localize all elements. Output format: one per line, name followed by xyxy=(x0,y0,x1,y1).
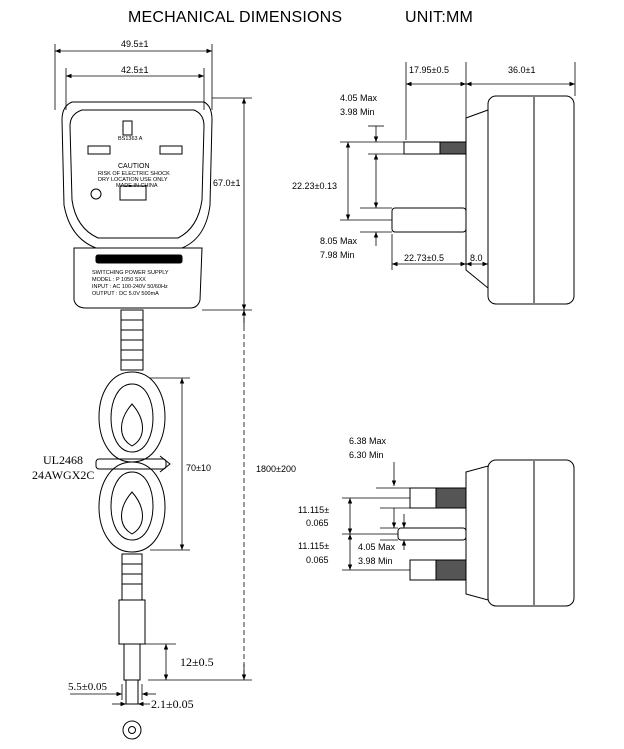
lower-middle-pin xyxy=(397,527,467,541)
cable-dimension-lines xyxy=(70,377,190,707)
earth-pin-slot xyxy=(122,120,133,136)
side-view-bottom xyxy=(397,459,575,607)
cable-spec-line2: 24AWGX2C xyxy=(32,468,94,482)
label-line-3: INPUT : AC 100-240V 50/60Hz xyxy=(92,284,168,290)
dim-outer-diameter: 5.5±0.05 xyxy=(68,681,108,693)
dim-inner-width: 42.5±1 xyxy=(121,65,148,75)
dc-plug-end-view xyxy=(122,720,142,740)
dim-earth-min: 7.98 Min xyxy=(320,250,355,260)
dim-coil: 70±10 xyxy=(186,463,211,473)
drawing-title: MECHANICAL DIMENSIONS xyxy=(128,9,343,26)
side-earth-pin xyxy=(391,207,467,233)
dc-strain-relief xyxy=(121,553,143,601)
dim-earth-max: 8.05 Max xyxy=(320,236,358,246)
dim-cable-length: 1800±200 xyxy=(256,464,296,474)
dim-pin-length: 22.73±0.5 xyxy=(404,253,444,263)
rating-label-banner xyxy=(95,254,183,264)
adapter-lower-body xyxy=(73,247,203,309)
label-line-2: MODEL : P 1050 SXX xyxy=(92,277,146,283)
dim-height: 67.0±1 xyxy=(213,178,240,188)
side-bottom-dimension-lines xyxy=(342,462,410,571)
label-line-1: SWITCHING POWER SUPPLY xyxy=(92,270,169,276)
teardrop-upper xyxy=(121,403,143,447)
dim-earth-offset: 8.0 xyxy=(470,253,483,263)
dc-plug-body xyxy=(118,599,146,645)
dim-pin-thickness-max-bottom: 4.05 Max xyxy=(358,542,396,552)
side-view-top xyxy=(391,95,575,305)
side-shoulder-lower xyxy=(465,465,489,601)
dc-plug-barrel xyxy=(123,643,141,681)
cable-spec-line1: UL2468 xyxy=(43,453,83,467)
teardrop-lower xyxy=(121,491,143,535)
side-body-lower xyxy=(487,459,575,607)
caution-line-2: DRY LOCATION USE ONLY xyxy=(98,177,168,183)
dim-plug-length: 12±0.5 xyxy=(180,655,214,669)
side-body xyxy=(487,95,575,305)
caution-title: CAUTION xyxy=(118,163,150,170)
ce-mark xyxy=(90,188,102,200)
coiled-cable-inner xyxy=(110,383,154,541)
side-top-dimension-lines xyxy=(340,62,576,270)
dim-pin-thickness-min-bottom: 3.98 Min xyxy=(358,556,393,566)
dim-inner-diameter: 2.1±0.05 xyxy=(151,697,194,711)
front-dimension-lines xyxy=(54,44,252,681)
dc-plug-tip xyxy=(125,679,139,705)
dim-pin-depth: 17.95±0.5 xyxy=(409,65,449,75)
coiled-cable-outer xyxy=(98,371,166,553)
dim-spacing-a-sub: 0.065 xyxy=(306,518,329,528)
unit-label: UNIT:MM xyxy=(405,9,474,26)
dim-body-depth: 36.0±1 xyxy=(508,65,535,75)
caution-line-3: MADE IN CHINA xyxy=(116,183,158,189)
dim-pin-spacing: 22.23±0.13 xyxy=(292,181,337,191)
adapter-front-view xyxy=(61,101,213,309)
dim-pin-thickness-max-top: 4.05 Max xyxy=(340,93,378,103)
dim-spacing-a: 11.115± xyxy=(298,505,329,515)
label-line-4: OUTPUT : DC 5.0V 500mA xyxy=(92,291,159,297)
cable-assembly xyxy=(95,309,171,740)
dim-spacing-b: 11.115± xyxy=(298,541,329,551)
caution-line-1: RISK OF ELECTRIC SHOCK xyxy=(98,171,170,177)
dim-pin-width-max: 6.38 Max xyxy=(349,436,387,446)
dim-outer-width: 49.5±1 xyxy=(121,39,148,49)
plug-face-text: BS1363 A CAUTION RISK OF ELECTRIC SHOCK … xyxy=(92,136,170,297)
cable-tie xyxy=(95,458,167,470)
dim-spacing-b-sub: 0.065 xyxy=(306,555,329,565)
earth-symbol-box xyxy=(119,185,147,201)
live-pin-slot xyxy=(87,145,111,155)
plug-face-code: BS1363 A xyxy=(118,136,143,142)
dim-pin-width-min: 6.30 Min xyxy=(349,450,384,460)
adapter-inner-outline xyxy=(69,109,205,239)
neutral-pin-slot xyxy=(159,145,183,155)
dim-pin-thickness-min-top: 3.98 Min xyxy=(340,107,375,117)
